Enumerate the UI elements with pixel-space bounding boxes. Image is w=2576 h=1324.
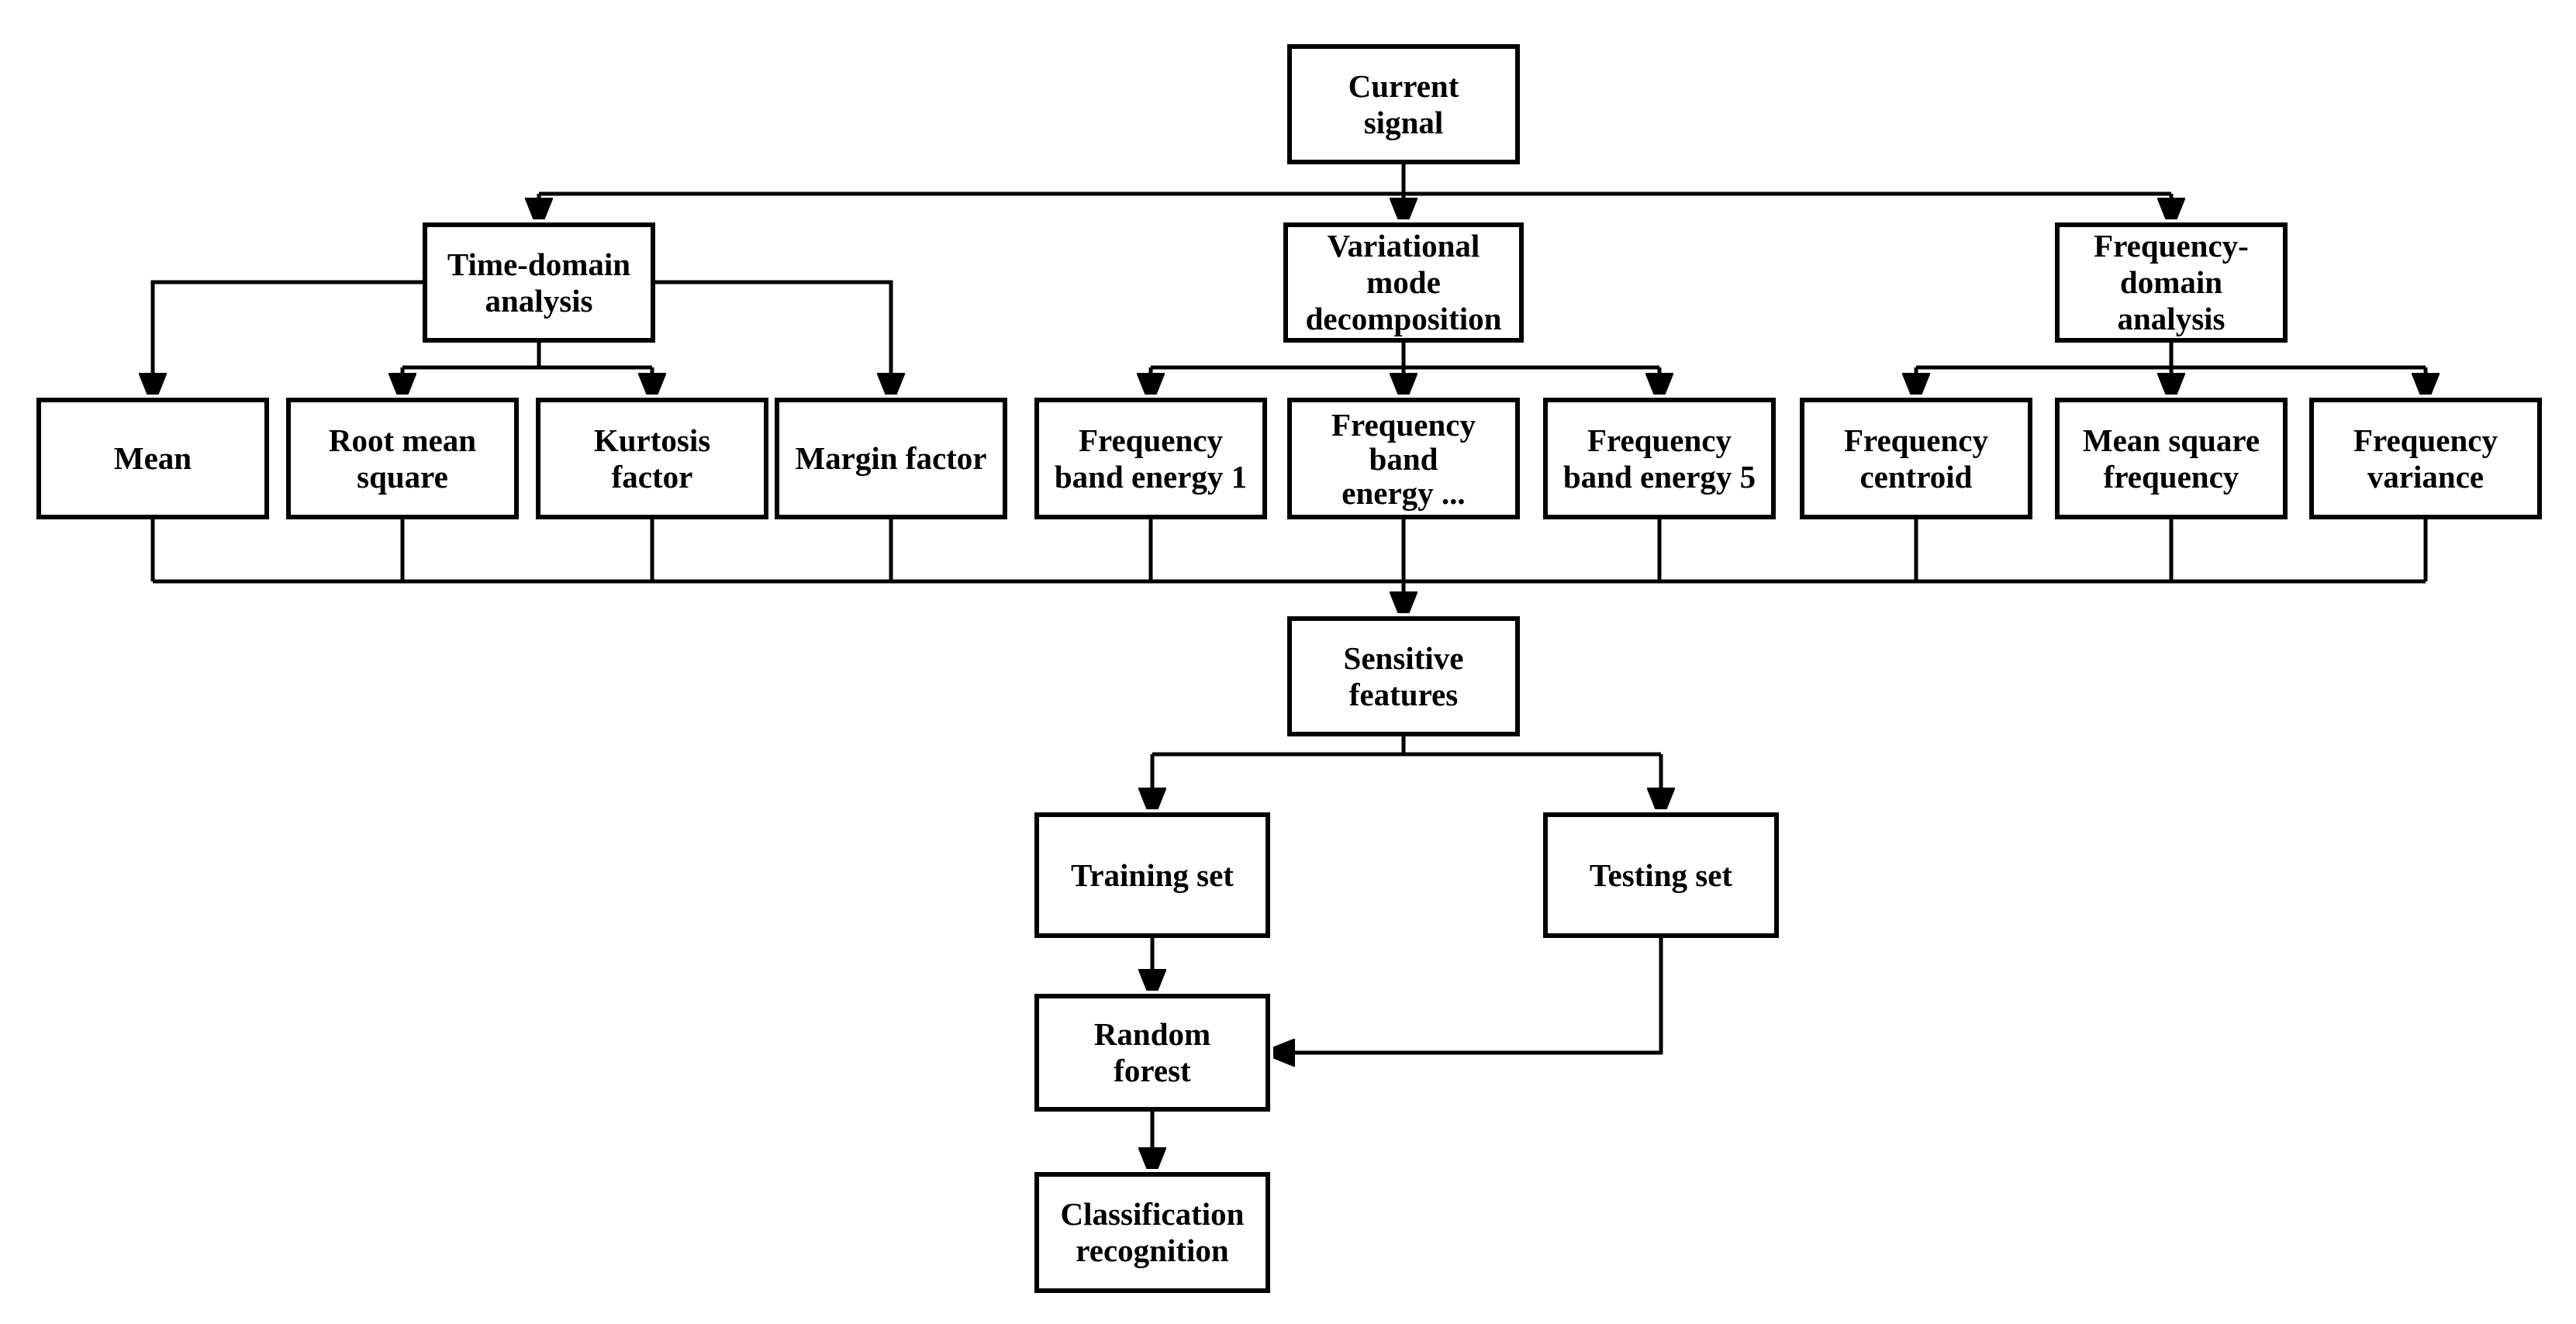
node-training-set: Training set xyxy=(1034,812,1270,938)
node-mean: Mean xyxy=(36,398,269,519)
node-current-signal: Current signal xyxy=(1287,44,1520,164)
node-sensitive-features: Sensitive features xyxy=(1287,616,1520,736)
node-kurtosis-factor: Kurtosis factor xyxy=(536,398,768,519)
node-frequency-domain-analysis: Frequency- domain analysis xyxy=(2055,222,2288,343)
edges-classifier xyxy=(1152,938,1663,1169)
node-mean-square-frequency: Mean square frequency xyxy=(2055,398,2288,519)
node-frequency-variance: Frequency variance xyxy=(2309,398,2542,519)
node-testing-set: Testing set xyxy=(1543,812,1779,938)
edges-time-domain-fan xyxy=(153,280,891,395)
node-frequency-centroid: Frequency centroid xyxy=(1800,398,2032,519)
node-random-forest: Random forest xyxy=(1034,994,1270,1112)
node-frequency-band-energy-1: Frequency band energy 1 xyxy=(1034,398,1267,519)
node-frequency-band-energy-dots: Frequency band energy ... xyxy=(1287,398,1520,519)
edges-frequency-domain-fan xyxy=(1916,343,2426,395)
edges-top-fan xyxy=(539,164,2171,219)
edge-time-domain-to-margin-factor xyxy=(655,280,891,395)
edges-feature-collector xyxy=(150,519,2428,613)
edges-vmd-fan xyxy=(1151,343,1659,395)
edge-testing-set-to-random-forest xyxy=(1273,938,1663,1053)
node-time-domain-analysis: Time-domain analysis xyxy=(423,222,655,343)
node-frequency-band-energy-5: Frequency band energy 5 xyxy=(1543,398,1776,519)
node-classification-recognition: Classification recognition xyxy=(1034,1172,1270,1293)
node-margin-factor: Margin factor xyxy=(775,398,1007,519)
node-variational-mode-decomposition: Variational mode decomposition xyxy=(1283,222,1524,343)
edge-time-domain-to-mean xyxy=(153,280,423,395)
edges-train-test-split xyxy=(1152,736,1661,809)
node-root-mean-square: Root mean square xyxy=(286,398,519,519)
